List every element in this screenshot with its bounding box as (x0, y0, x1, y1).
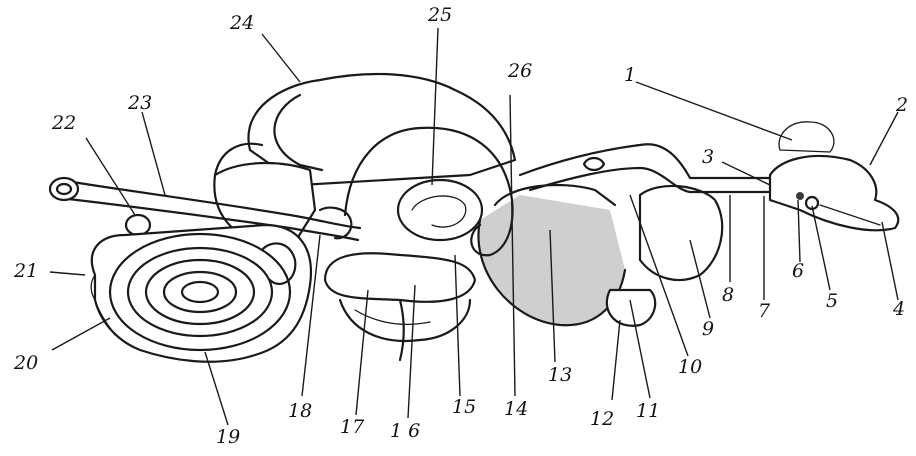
right-organ (640, 186, 722, 280)
label-5: 5 (826, 292, 838, 311)
label-1: 1 (624, 66, 636, 85)
label-26: 26 (508, 62, 532, 81)
head-region (770, 156, 898, 230)
label-12: 12 (590, 410, 614, 429)
label-2: 2 (896, 96, 908, 115)
label-21: 21 (14, 262, 38, 281)
label-20: 20 (14, 354, 38, 373)
label-6: 6 (792, 262, 804, 281)
label-9: 9 (702, 320, 714, 339)
label-4: 4 (893, 300, 905, 319)
label-23: 23 (128, 94, 152, 113)
label-18: 18 (288, 402, 312, 421)
label-8: 8 (722, 286, 734, 305)
label-17: 17 (340, 418, 364, 437)
label-22: 22 (52, 114, 76, 133)
label-10: 10 (678, 358, 702, 377)
label-19: 19 (216, 428, 240, 447)
label-24: 24 (230, 14, 254, 33)
label-7: 7 (758, 302, 770, 321)
label-16: 1 6 (390, 422, 420, 441)
intestine-loop (325, 253, 475, 302)
label-15: 15 (452, 398, 476, 417)
label-25: 25 (428, 6, 452, 25)
label-11: 11 (636, 402, 660, 421)
stomach-coil (398, 180, 482, 240)
label-13: 13 (548, 366, 572, 385)
label-14: 14 (504, 400, 528, 419)
coil-outer (110, 234, 290, 350)
label-3: 3 (702, 148, 714, 167)
